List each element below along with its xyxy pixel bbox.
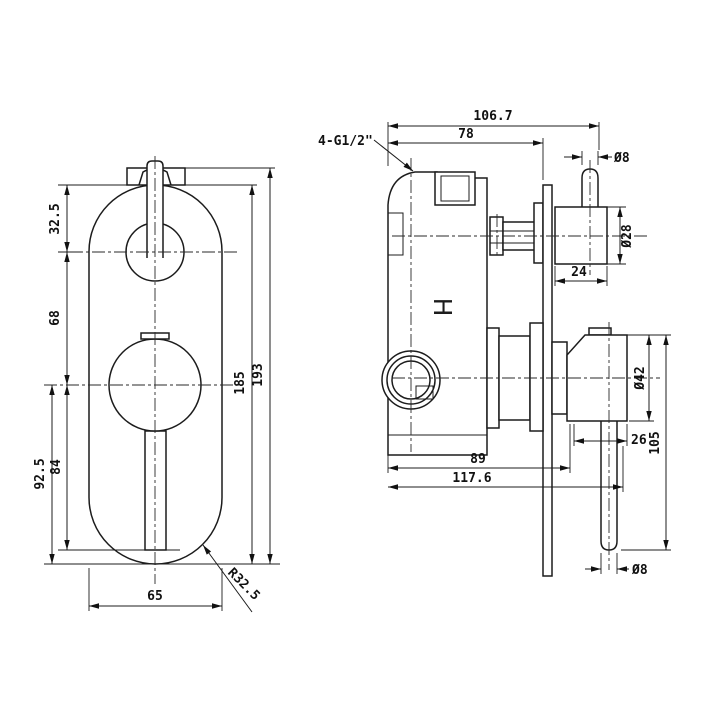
dim-label-68: 68 <box>48 310 63 326</box>
dim-label-89: 89 <box>470 452 486 467</box>
inlet-port-notch <box>415 385 434 400</box>
dim-label-26: 26 <box>631 433 647 448</box>
diverter-knob-side <box>554 206 608 265</box>
front-view: 32.5 68 92.5 84 185 193 65 R32.5 <box>33 156 280 613</box>
dim-label-106-7: 106.7 <box>473 109 512 124</box>
wall-plate-edge <box>542 184 553 577</box>
dim-label-stem-dia: Ø8 <box>613 151 630 166</box>
lever-rod-front <box>144 430 167 551</box>
handle-collar <box>529 322 544 432</box>
dim-label-65: 65 <box>147 589 163 604</box>
leader-thread <box>373 139 414 172</box>
dim-label-105: 105 <box>648 431 663 454</box>
dim-label-185: 185 <box>233 371 248 394</box>
dim-label-lever-dia: Ø8 <box>631 563 648 578</box>
top-fitting-inner <box>440 175 470 202</box>
leader-r32-5 <box>202 544 253 613</box>
dim-label-24: 24 <box>571 265 587 280</box>
dim-label-78: 78 <box>458 127 474 142</box>
knob-collar <box>533 202 544 264</box>
mounting-lug <box>387 212 404 256</box>
handle-cap-side <box>588 327 612 336</box>
dim-label-84: 84 <box>49 459 64 475</box>
dim-label-193: 193 <box>251 363 266 386</box>
dim-label-r32-5: R32.5 <box>224 565 262 603</box>
dim-label-117-6: 117.6 <box>452 471 491 486</box>
hot-marking: H <box>428 298 457 317</box>
side-view: H <box>318 109 671 578</box>
dim-label-92-5: 92.5 <box>33 458 48 489</box>
dim-label-handle-dia: Ø42 <box>633 366 648 390</box>
thread-label: 4-G1/2" <box>318 134 373 149</box>
dim-label-32-5: 32.5 <box>48 203 63 234</box>
dim-label-knob-dia: Ø28 <box>620 224 635 249</box>
top-fitting-block <box>434 171 476 206</box>
